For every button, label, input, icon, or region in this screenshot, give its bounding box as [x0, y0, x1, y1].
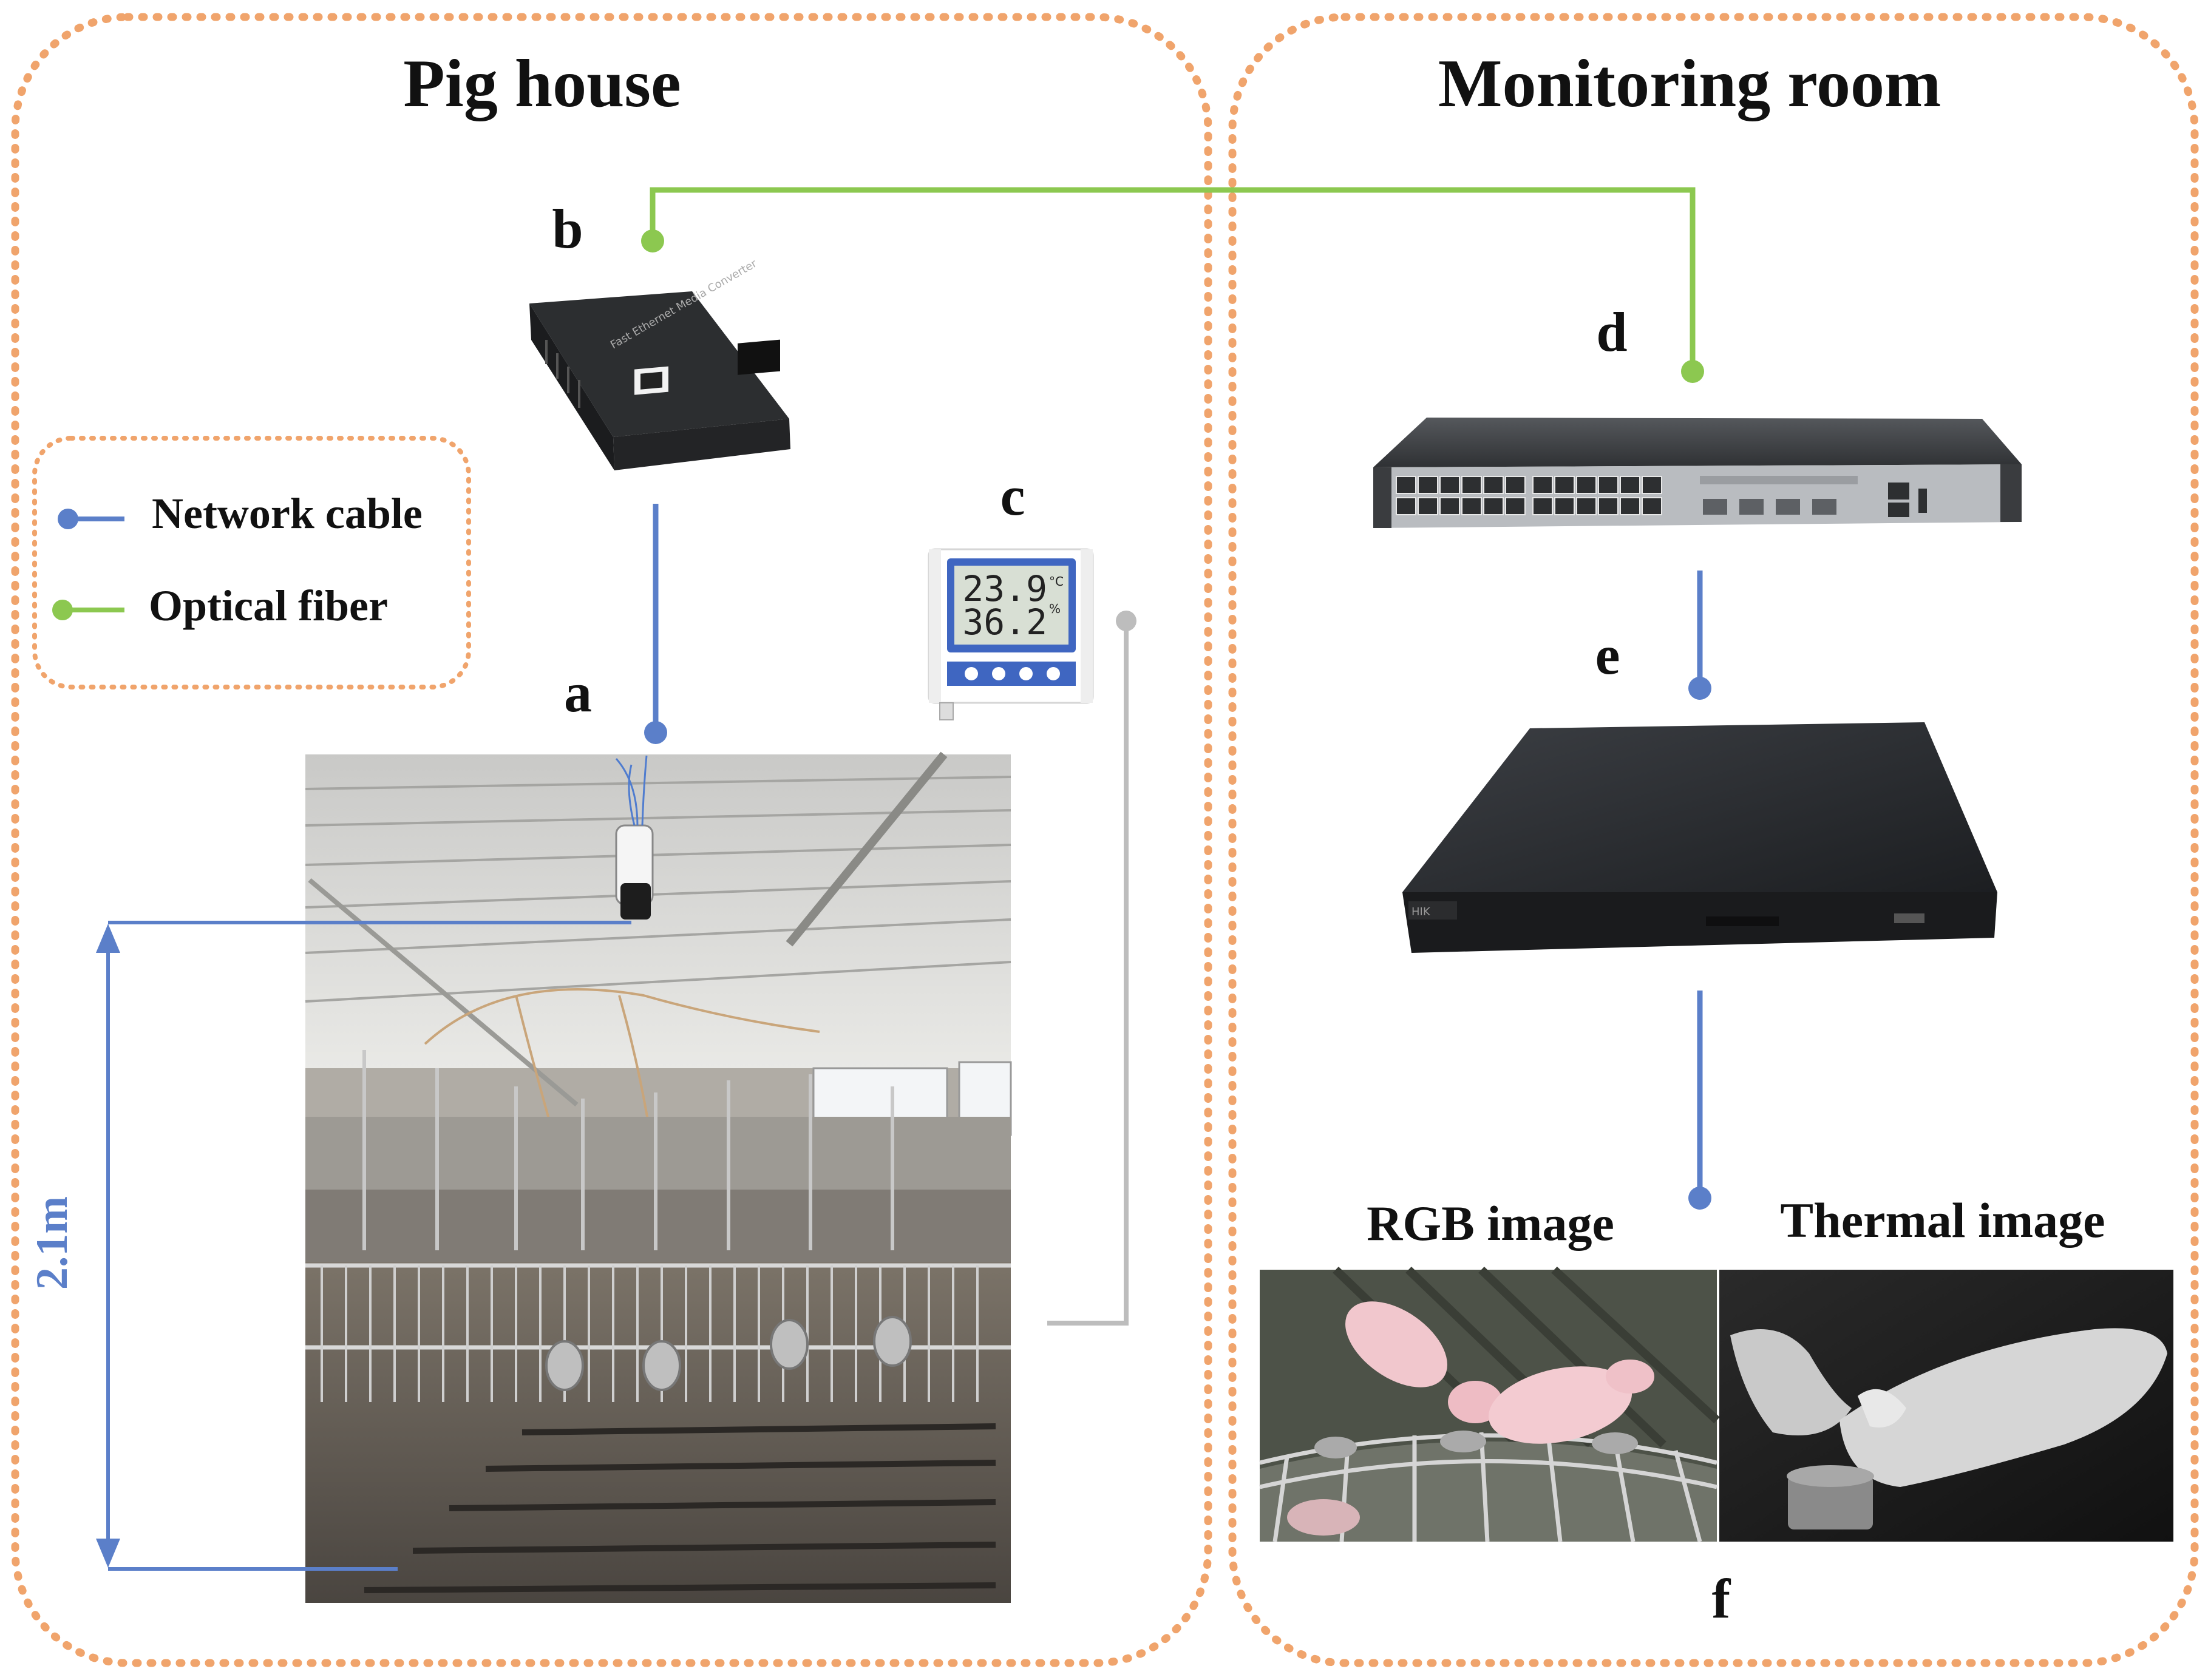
fiber-end-d — [1681, 360, 1704, 383]
monitoring-room-title: Monitoring room — [1438, 46, 1941, 121]
legend-box — [32, 436, 471, 689]
network-switch — [1373, 418, 2022, 528]
thermal-image — [1719, 1270, 2173, 1542]
cable-end-e — [1688, 677, 1711, 700]
network-video-recorder: HIK — [1402, 722, 1997, 953]
sensor-temp-unit: °C — [1049, 574, 1064, 589]
sensor-cable — [1047, 622, 1129, 1326]
sensor-temperature: 23.9 — [962, 568, 1047, 609]
cable-end-a — [644, 721, 667, 744]
rgb-image-title: RGB image — [1367, 1196, 1614, 1251]
rgb-image — [1259, 1266, 1720, 1542]
fiber-end-b — [641, 229, 664, 252]
optical-fiber-dot — [52, 600, 73, 620]
label-f: f — [1712, 1568, 1731, 1630]
label-e: e — [1595, 624, 1620, 686]
label-d: d — [1596, 301, 1627, 363]
legend-optical-fiber: Optical fiber — [149, 581, 388, 630]
sensor-hum-unit: % — [1049, 601, 1061, 616]
legend-network-cable: Network cable — [152, 489, 423, 538]
label-b: b — [552, 198, 583, 260]
height-label: 2.1m — [27, 1196, 77, 1290]
sensor-humidity: 36.2 — [962, 601, 1047, 643]
thermal-image-title: Thermal image — [1780, 1193, 2105, 1248]
cable-end-f — [1688, 1187, 1711, 1210]
temperature-humidity-sensor: 23.9 °C 36.2 % — [928, 548, 1094, 720]
pig-house-panel — [11, 13, 1212, 1667]
label-c: c — [1000, 465, 1025, 527]
media-converter: Fast Ethernet Media Converter — [529, 257, 790, 470]
arrowhead-up — [96, 924, 120, 953]
pig-house-title: Pig house — [403, 46, 681, 121]
monitoring-room-panel — [1228, 13, 2199, 1667]
network-cable-dot — [58, 509, 78, 529]
optical-fiber-link — [650, 187, 1696, 371]
label-a: a — [564, 662, 592, 723]
legend: Network cable Optical fiber — [32, 436, 471, 689]
pig-house-photo — [305, 751, 1012, 1603]
svg-text:HIK: HIK — [1411, 906, 1431, 918]
sensor-cable-end — [1116, 611, 1136, 631]
arrowhead-down — [96, 1539, 120, 1568]
